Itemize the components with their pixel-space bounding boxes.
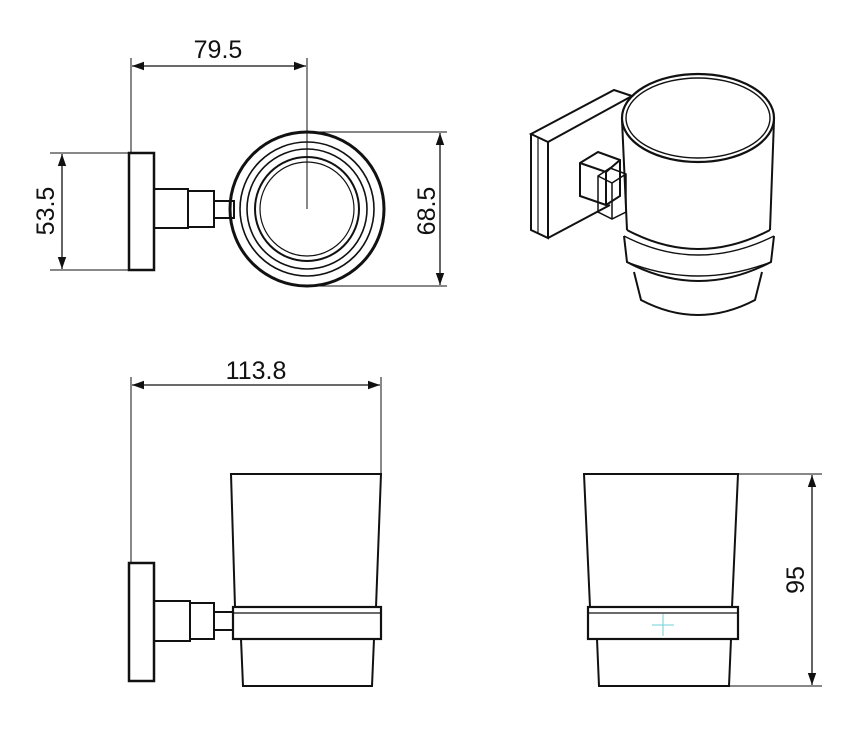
dim-label-cup-diameter: 68.5 [413, 187, 441, 236]
dim-label-bracket-height: 53.5 [32, 187, 60, 236]
top-view: 79.5 53.5 68.5 [32, 36, 447, 288]
arm-front [154, 600, 234, 642]
arm-top [154, 188, 235, 229]
cup-front [229, 473, 383, 687]
cup-side [582, 473, 740, 687]
cup-iso [620, 72, 776, 316]
wall-plate-front [127, 561, 156, 683]
dim-label-cup-height: 95 [782, 566, 810, 594]
dim-label-overall-length: 113.8 [226, 357, 287, 385]
side-view: 95 [582, 473, 822, 687]
isometric-view [528, 72, 776, 316]
arm-block-iso [579, 150, 621, 207]
dim-label-top-width: 79.5 [194, 36, 243, 64]
wall-plate-top [127, 151, 156, 272]
center-mark [652, 614, 674, 636]
front-view: 113.8 [127, 357, 383, 687]
